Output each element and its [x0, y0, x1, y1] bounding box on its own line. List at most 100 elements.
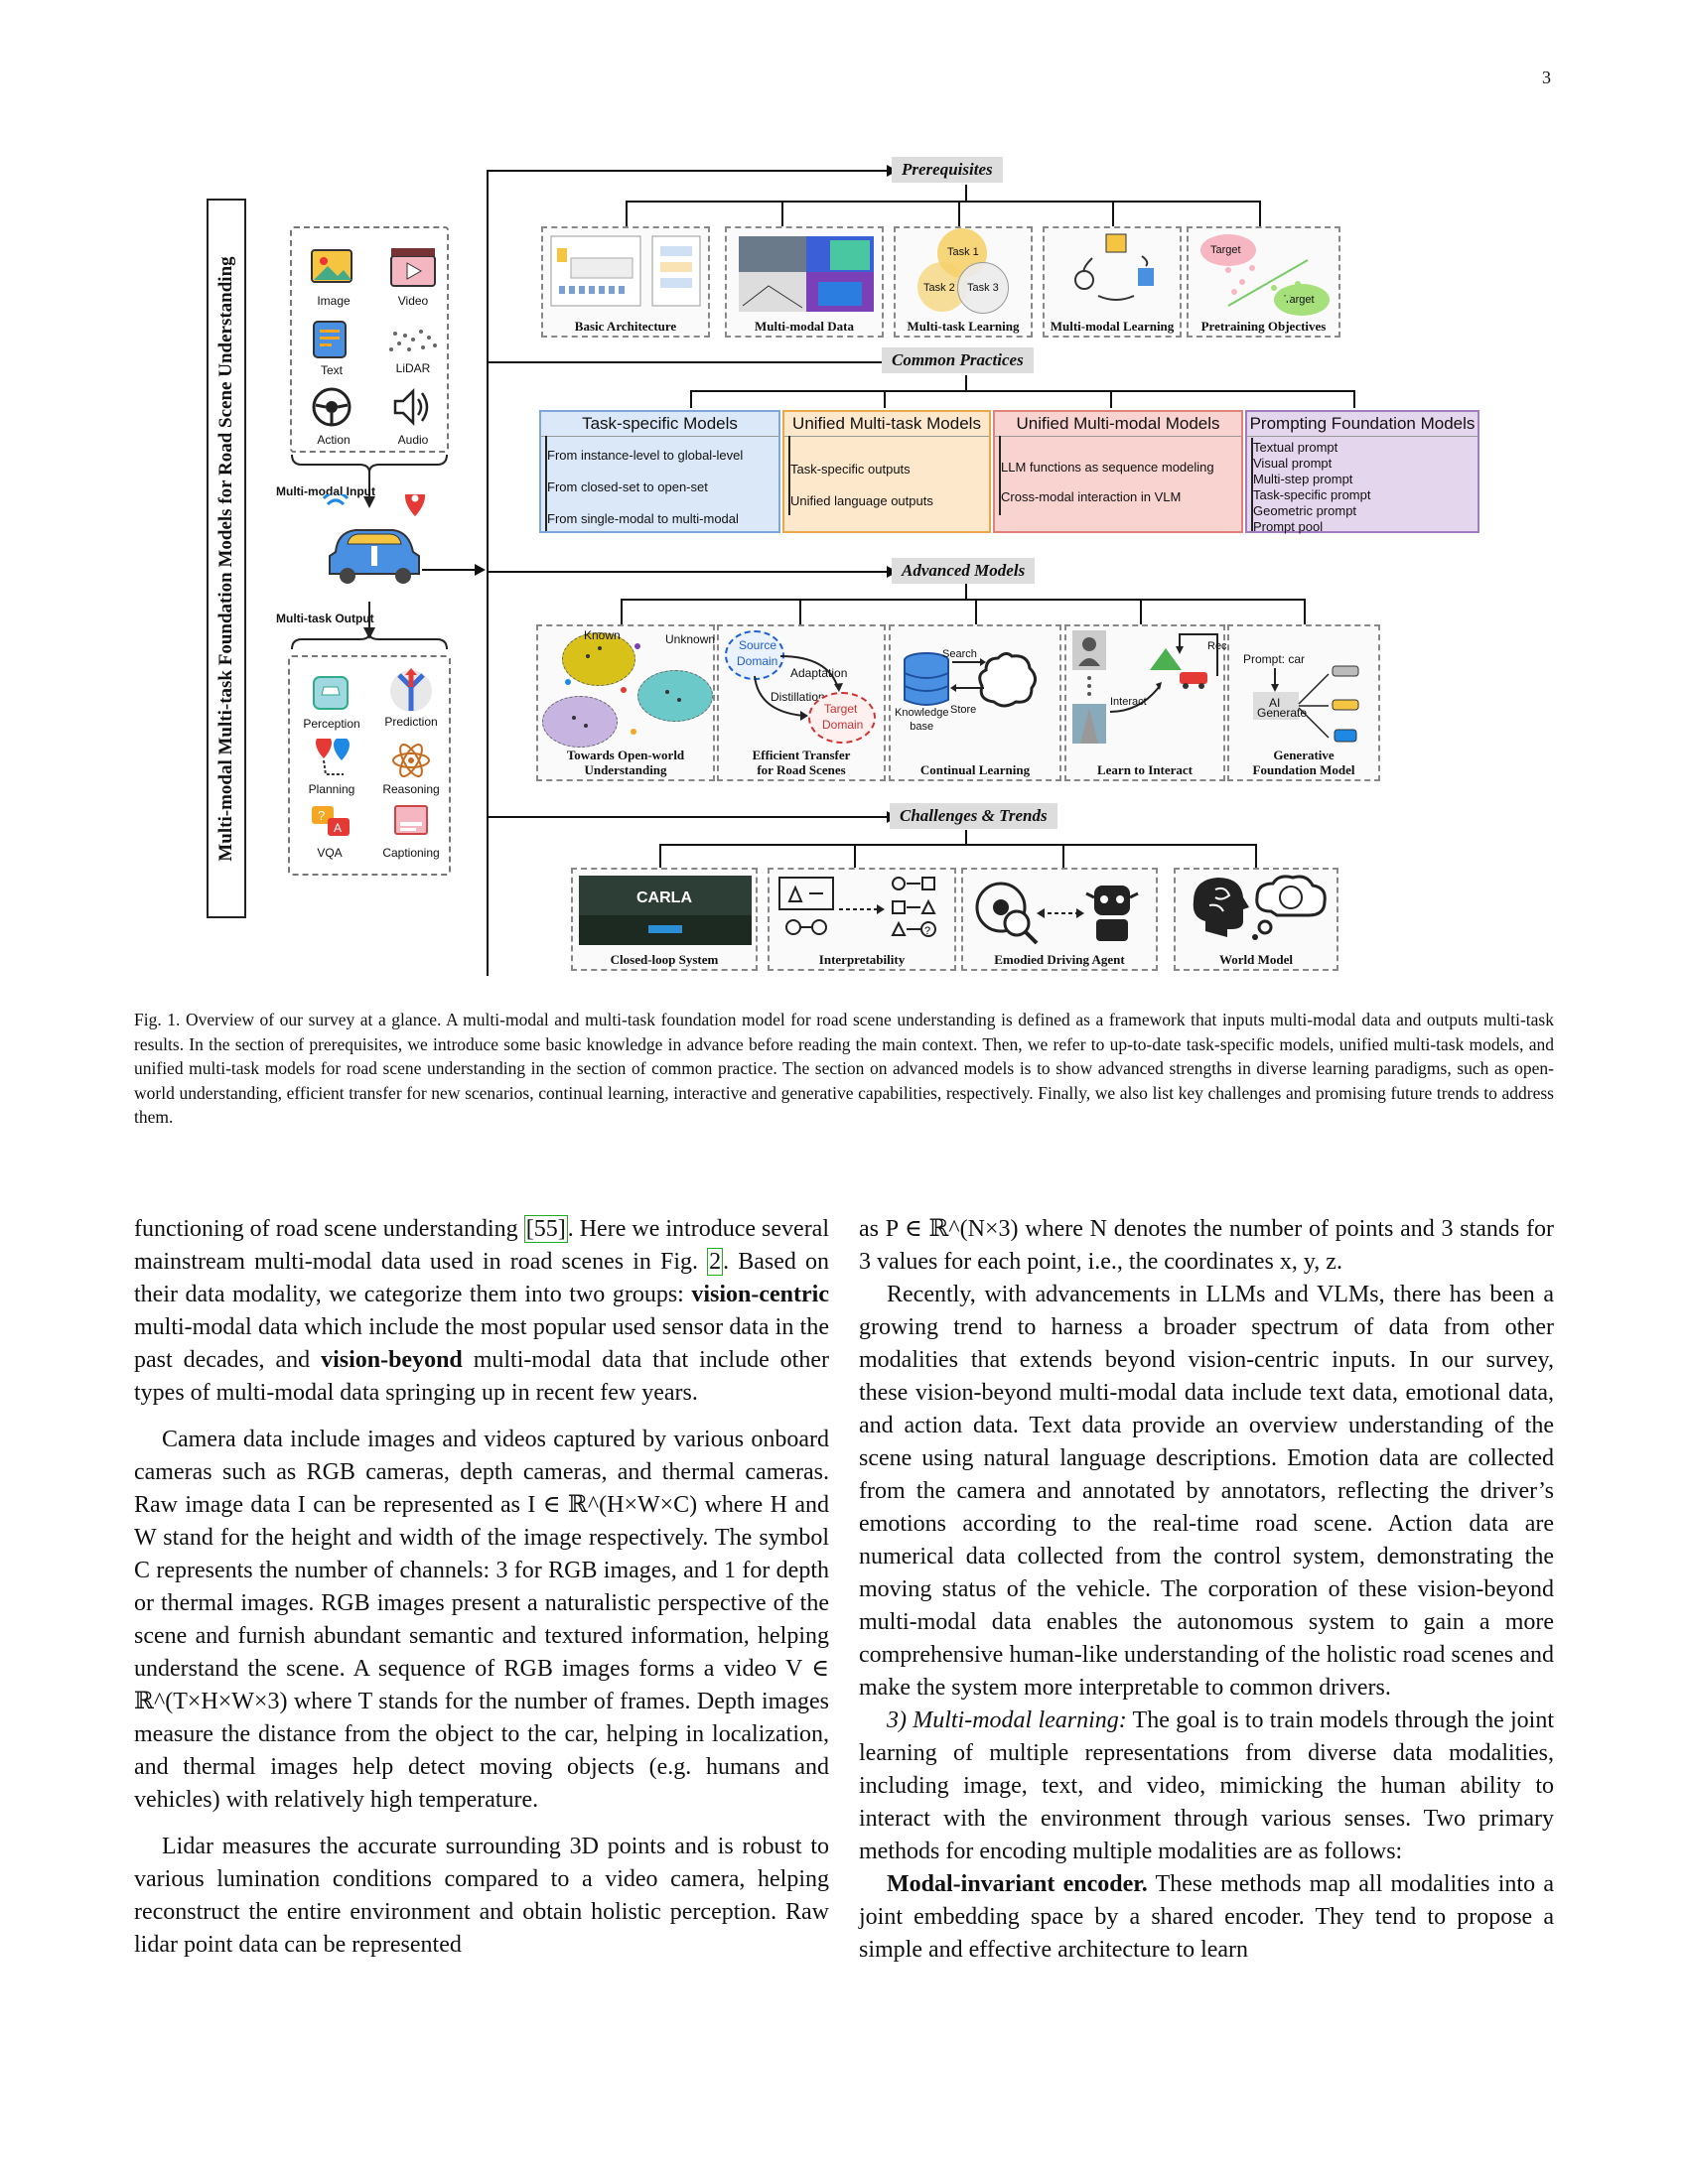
input-label-audio: Audio [397, 433, 429, 447]
right-paragraph-1: as P ∈ ℝ^(N×3) where N denotes the numbe… [859, 1216, 1554, 1275]
panel-basic-architecture: Basic Architecture [541, 226, 710, 338]
panel-efficient-transfer: Source Domain Adaptation Distillation Ta… [717, 624, 886, 781]
panel-multitask-learning: Task 1 Task 2 Task 3 Multi-task Learning [894, 226, 1033, 338]
figure-vertical-title: Multi-modal Multi-task Foundation Models… [207, 199, 246, 918]
panel-caption: Interpretability [818, 951, 906, 967]
panel-pretraining-objectives: Target Target Pretraining Objectives [1187, 226, 1340, 338]
panel-caption: Learn to Interact [1096, 761, 1194, 777]
panel-caption: Multi-modal Data [754, 318, 855, 334]
panel-caption: Towards Open-world Understanding [566, 748, 685, 777]
interpretability-icon: ? [778, 877, 936, 937]
practice-prompting: Prompting Foundation Models Textual prom… [1245, 410, 1479, 534]
right-column: as P ∈ ℝ^(N×3) where N denotes the numbe… [859, 1213, 1554, 1967]
perception-icon [313, 676, 349, 710]
planning-icon [316, 739, 350, 775]
output-label-prediction: Prediction [384, 715, 438, 729]
left-paragraph-1: functioning of road scene understanding … [134, 1215, 830, 1406]
svg-text:?: ? [318, 808, 325, 823]
figure-link[interactable]: 2 [707, 1248, 724, 1276]
page-number: 3 [1542, 68, 1551, 87]
panel-caption: Continual Learning [919, 761, 1031, 777]
figure-caption: Fig. 1. Overview of our survey at a glan… [134, 1010, 1554, 1127]
output-brace [291, 602, 448, 649]
scatter-dots [565, 643, 681, 735]
section-common-practices: Common Practices [882, 347, 1034, 373]
panel-continual-learning: Search Store Knowledge base Continual Le… [889, 624, 1061, 781]
steering-wheel-icon [312, 387, 352, 427]
left-paragraph-3: Lidar measures the accurate surrounding … [134, 1834, 829, 1958]
carla-logo: CARLA [636, 889, 692, 906]
svg-text:A: A [334, 821, 342, 835]
text-icon [313, 321, 347, 358]
panel-caption: Multi-task Learning [907, 318, 1020, 334]
multimodal-data-image [739, 236, 874, 312]
captioning-icon [394, 805, 428, 835]
input-modalities-box: Image Video Text LiDAR Action Audio [290, 226, 449, 453]
section-prerequisites: Prerequisites [892, 157, 1003, 183]
world-model-icon [1193, 875, 1327, 940]
cycle-icon [1074, 233, 1154, 301]
right-paragraph-4: Modal-invariant encoder. These methods m… [859, 1871, 1555, 1963]
interact-icon [1072, 630, 1218, 744]
embodied-agent-icon [975, 882, 1139, 945]
panel-caption: Closed-loop System [610, 951, 719, 967]
left-paragraph-2: Camera data include images and videos ca… [134, 1427, 829, 1813]
panel-embodied-agent: Emodied Driving Agent [961, 868, 1158, 971]
panel-caption: Emodied Driving Agent [994, 951, 1125, 967]
panel-caption: Efficient Transfer for Road Scenes [752, 748, 851, 777]
panel-multimodal-learning: Multi-modal Learning [1043, 226, 1182, 338]
points-icon [1225, 259, 1309, 307]
panel-world-model: World Model [1174, 868, 1338, 971]
output-label-perception: Perception [303, 717, 360, 731]
panel-caption: Pretraining Objectives [1200, 318, 1327, 334]
panel-caption: World Model [1218, 951, 1294, 967]
panel-open-world: Known Unknown Towards Open-world Underst… [536, 624, 715, 781]
multi-modal-input-label: Multi-modal Input [276, 484, 375, 498]
lidar-icon [389, 330, 437, 351]
audio-icon [393, 387, 429, 427]
right-paragraph-3: 3) Multi-modal learning: The goal is to … [859, 1707, 1554, 1864]
practice-unified-multitask: Unified Multi-task Models Task-specific … [782, 410, 991, 533]
panel-caption: Generative Foundation Model [1252, 748, 1355, 777]
database-brain-icon [904, 651, 1037, 708]
image-icon [311, 249, 352, 283]
input-label-video: Video [397, 294, 429, 308]
carla-screenshot [579, 876, 752, 945]
output-label-captioning: Captioning [382, 846, 440, 860]
video-icon [390, 248, 436, 287]
transfer-arrows [754, 655, 843, 721]
input-brace [291, 454, 448, 508]
svg-text:?: ? [924, 925, 930, 937]
citation-link[interactable]: [55] [523, 1215, 568, 1243]
input-label-image: Image [317, 294, 351, 308]
practice-unified-multimodal: Unified Multi-modal Models LLM functions… [993, 410, 1243, 533]
output-tasks-box: Perception Prediction Planning Reasoning… [288, 655, 451, 876]
practice-task-specific: Task-specific Models From instance-level… [539, 410, 780, 533]
panel-learn-to-interact: Recovery Interact Learn to Interact [1064, 624, 1253, 781]
right-paragraph-2: Recently, with advancements in LLMs and … [859, 1282, 1554, 1701]
section-advanced-models: Advanced Models [892, 558, 1036, 584]
panel-interpretability: ? Interpretability [768, 868, 956, 971]
car-icon [322, 494, 425, 584]
spine-line [487, 170, 489, 976]
reasoning-icon [392, 744, 430, 777]
panel-caption: Multi-modal Learning [1050, 318, 1175, 334]
input-label-text: Text [320, 363, 343, 377]
prediction-icon [390, 668, 432, 712]
vqa-icon: ?A [312, 806, 350, 836]
multi-task-output-label: Multi-task Output [276, 612, 374, 625]
output-label-reasoning: Reasoning [382, 782, 440, 796]
input-label-lidar: LiDAR [395, 361, 431, 375]
output-label-vqa: VQA [317, 846, 343, 860]
input-label-action: Action [317, 433, 351, 447]
left-column: functioning of road scene understanding … [134, 1213, 829, 1962]
subsection-heading: 3) Multi-modal learning: [887, 1707, 1127, 1733]
panel-multimodal-data: Multi-modal Data [725, 226, 884, 338]
output-label-planning: Planning [308, 782, 355, 796]
generate-icon [1253, 665, 1359, 743]
panel-closed-loop: CARLA Closed-loop System [571, 868, 758, 971]
panel-generative-model: Prompt: car AI Generate Generative Found… [1227, 624, 1380, 781]
panel-caption: Basic Architecture [574, 318, 677, 334]
section-challenges: Challenges & Trends [890, 803, 1057, 829]
architecture-diagram-icon [550, 235, 701, 307]
